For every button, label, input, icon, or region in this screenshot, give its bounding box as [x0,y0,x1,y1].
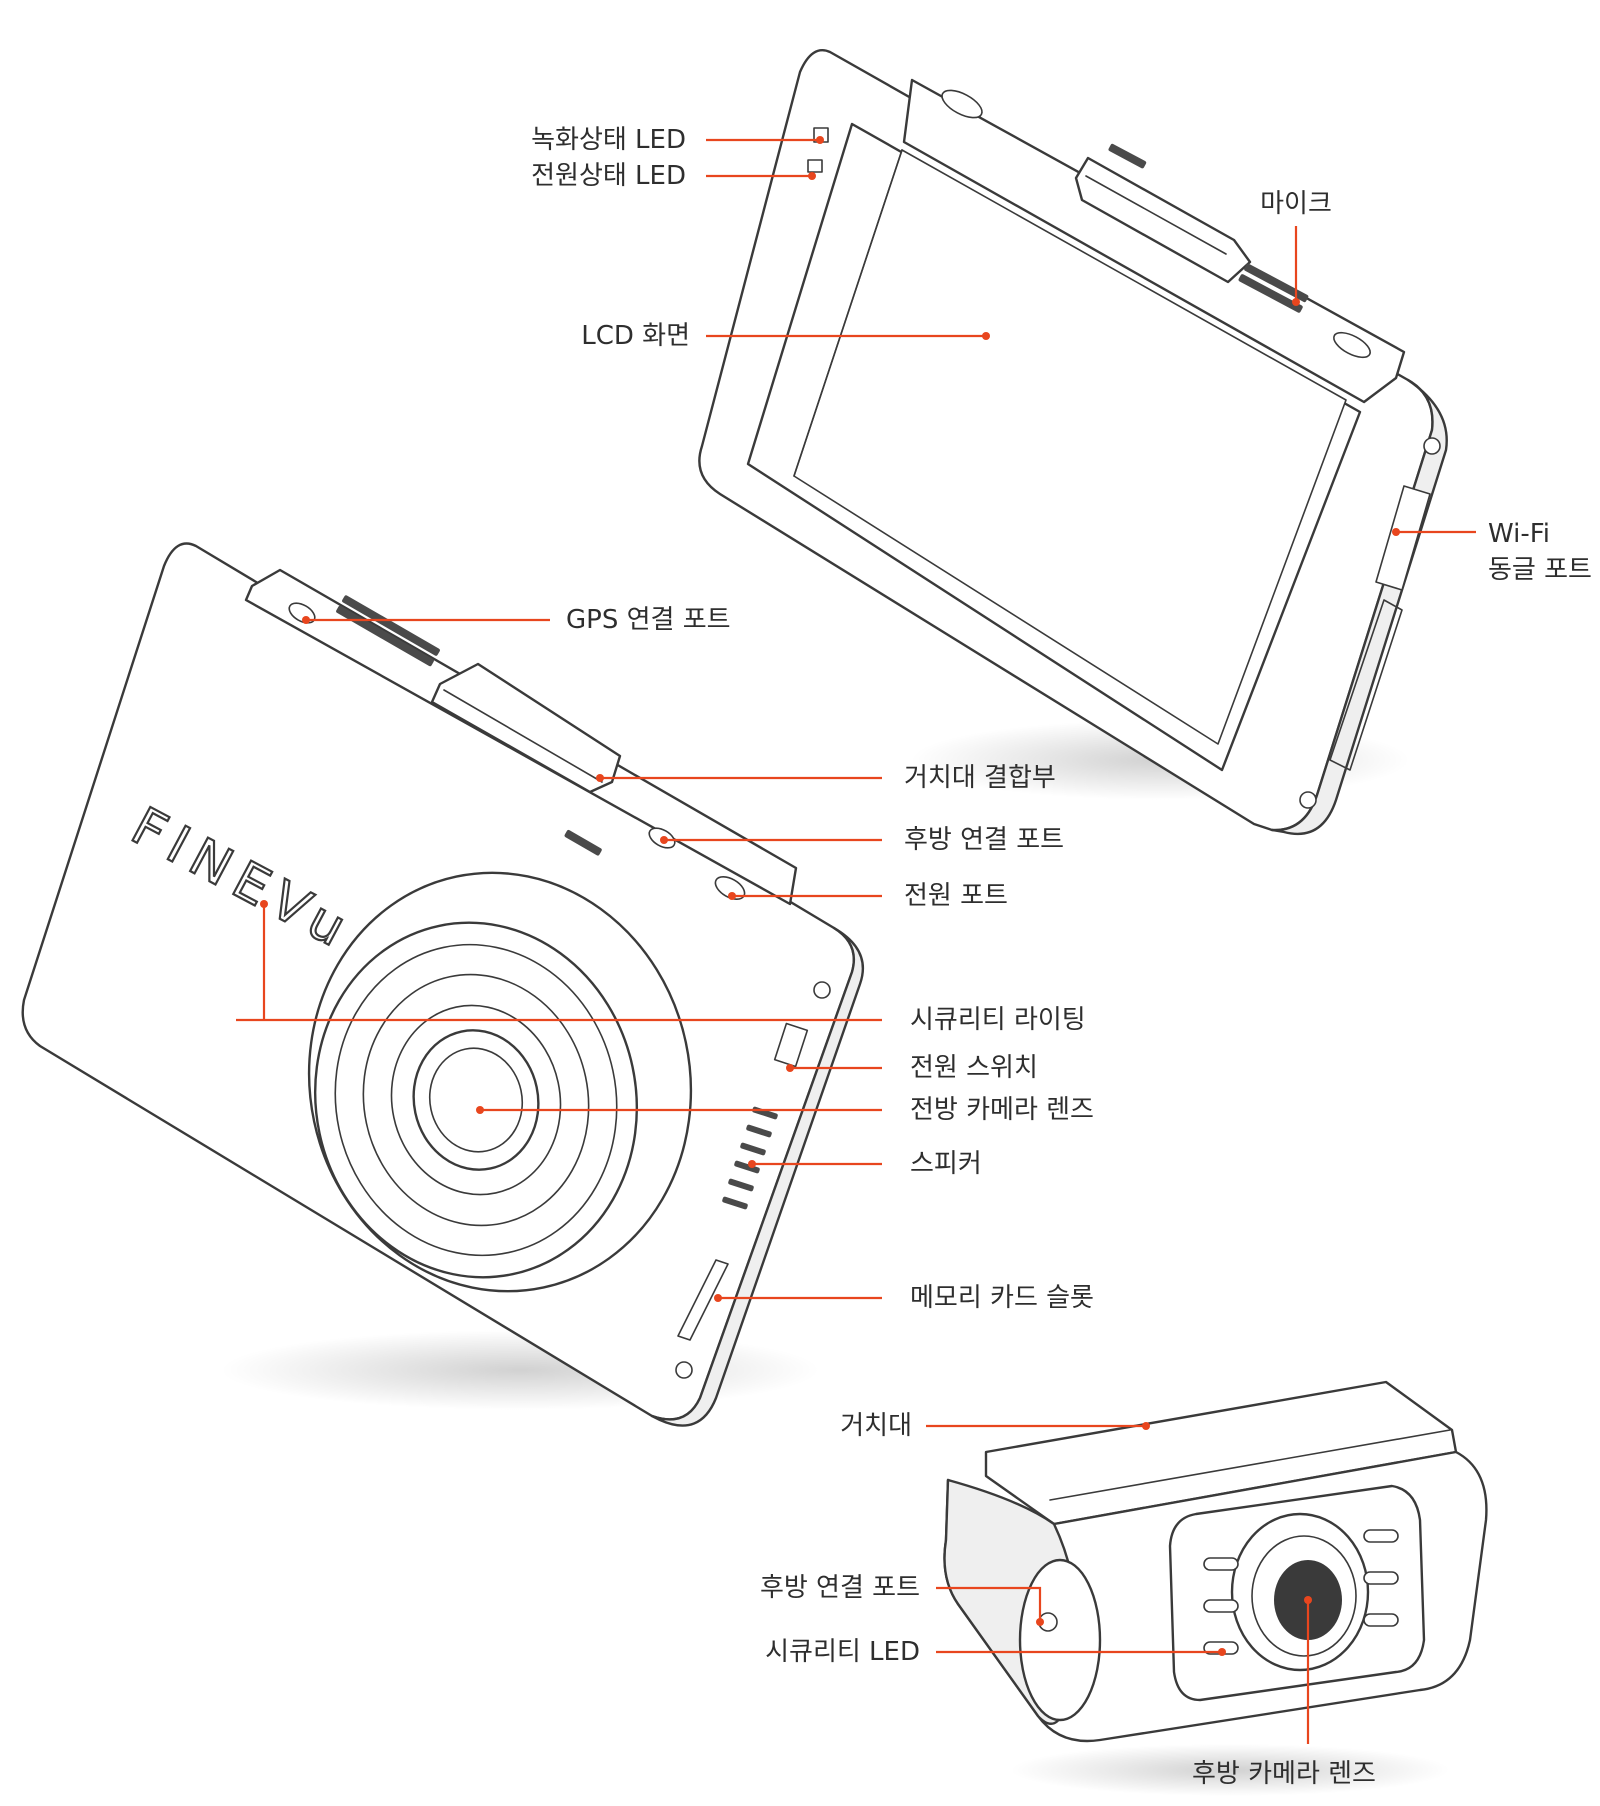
label-security-light: 시큐리티 라이팅 [910,1005,1086,1035]
callout-lines [236,138,1476,1744]
label-security-led: 시큐리티 LED [765,1637,920,1667]
label-mount: 거치대 [840,1411,912,1441]
label-power-switch: 전원 스위치 [910,1053,1038,1083]
label-rear-cam-port: 후방 연결 포트 [760,1573,920,1603]
label-front-lens: 전방 카메라 렌즈 [910,1095,1094,1125]
dashcam-front-view: FINEVu [21,542,865,1427]
label-wifi-line1: Wi-Fi [1488,519,1550,549]
dashcam-rear-view [698,49,1448,836]
label-rec-led: 녹화상태 LED [531,125,686,155]
label-mount-joint: 거치대 결합부 [904,763,1056,793]
label-rear-lens: 후방 카메라 렌즈 [1192,1759,1376,1789]
rear-camera [943,1380,1488,1796]
label-rear-port: 후방 연결 포트 [904,825,1064,855]
callout-dots [260,136,1400,1656]
label-power-led: 전원상태 LED [531,161,686,191]
label-speaker: 스피커 [910,1149,982,1179]
labels: 녹화상태 LED 전원상태 LED 마이크 LCD 화면 Wi-Fi 동글 포트… [531,125,1592,1789]
leader-rear-cam-port [936,1586,1042,1622]
label-power-port: 전원 포트 [904,881,1008,911]
label-sd-slot: 메모리 카드 슬롯 [910,1283,1094,1313]
label-wifi-line2: 동글 포트 [1488,555,1592,585]
label-gps: GPS 연결 포트 [566,605,731,635]
label-lcd: LCD 화면 [581,321,690,351]
label-mic: 마이크 [1260,189,1332,219]
